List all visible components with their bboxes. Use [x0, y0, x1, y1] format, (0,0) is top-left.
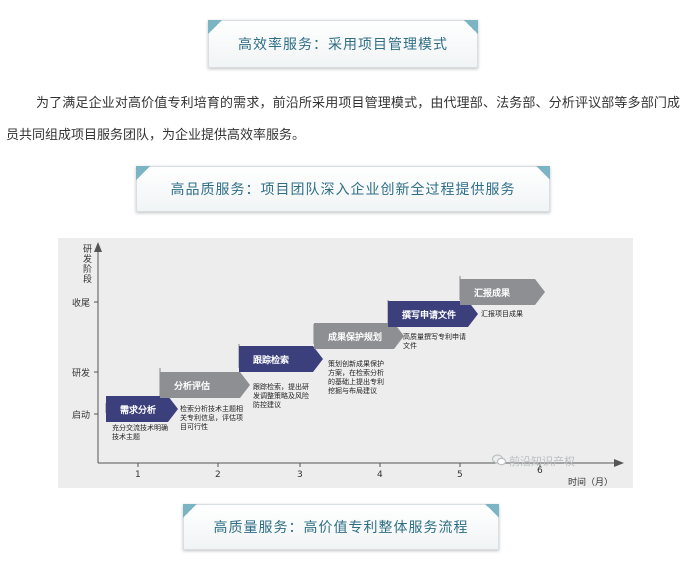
x-tick-label: 3: [297, 470, 303, 480]
stage-description: 高质量撰写专利申请文件: [403, 333, 466, 350]
stage-label: 撰写申请文件: [402, 310, 457, 321]
stage-arrow-tip: [313, 346, 323, 372]
stage-label: 跟踪检索: [253, 355, 290, 366]
x-tick-label: 6: [537, 466, 543, 476]
y-axis-title: 研发阶段: [83, 245, 93, 285]
y-level-label: 收尾: [72, 299, 91, 309]
stage-description: 策划创新成果保护方案，在检索分析的基础上提出专利挖掘与布局建议: [328, 360, 384, 395]
stage-drafting-application: 撰写申请文件: [388, 301, 478, 327]
banner-efficiency: 高效率服务：采用项目管理模式: [208, 20, 478, 68]
stage-label: 需求分析: [120, 405, 157, 416]
banner-corner-decoration: [183, 504, 197, 518]
stage-requirement-analysis: 需求分析: [106, 396, 178, 422]
process-diagram: 研发阶段 收尾 研发 启动 1 2 3 4 5 6 时间（月） 需求分析 充分交…: [58, 238, 633, 488]
y-axis-arrow: [94, 242, 102, 252]
stage-arrow-tip: [394, 323, 404, 349]
wechat-icon: [491, 453, 507, 469]
x-tick-label: 4: [377, 470, 383, 480]
x-axis-title: 时间（月）: [568, 478, 614, 488]
banner-title: 高效率服务：采用项目管理模式: [238, 37, 448, 53]
x-tick-label: 1: [135, 470, 141, 480]
stage-description: 汇报项目成果: [481, 310, 523, 318]
stage-arrow-tip: [535, 279, 545, 305]
banner-corner-decoration: [208, 20, 222, 34]
stage-arrow-tip: [468, 301, 478, 327]
banner-corner-decoration: [136, 166, 150, 180]
stage-arrow-tip: [240, 372, 250, 398]
stage-label: 分析评估: [174, 381, 211, 392]
banner-title: 高质量服务：高价值专利整体服务流程: [213, 520, 469, 536]
stage-label: 汇报成果: [474, 288, 511, 299]
stage-report-results: 汇报成果: [460, 279, 545, 305]
x-tick-label: 2: [215, 470, 221, 480]
stage-arrow-tip: [168, 396, 178, 422]
stage-tracking-search: 跟踪检索: [239, 346, 323, 372]
banner-quality: 高品质服务：项目团队深入企业创新全过程提供服务: [136, 166, 550, 212]
stage-label: 成果保护规划: [328, 332, 383, 343]
y-level-label: 研发: [72, 369, 91, 379]
y-level-label: 启动: [72, 411, 91, 421]
banner-high-quality: 高质量服务：高价值专利整体服务流程: [183, 504, 499, 550]
banner-corner-decoration: [536, 166, 550, 180]
stage-description: 检索分析技术主题相关专利信息，评估项目可行性: [180, 405, 243, 431]
banner-title: 高品质服务：项目团队深入企业创新全过程提供服务: [170, 182, 516, 198]
stage-description: 跟踪检索，提出研发调整策略及风险防控建议: [253, 383, 309, 409]
watermark-text: 前沿知识产权: [509, 455, 575, 468]
x-tick-label: 5: [457, 470, 463, 480]
stage-description: 充分交流技术明确技术主题: [112, 424, 168, 441]
x-axis-arrow: [614, 459, 624, 467]
stage-protection-planning: 成果保护规划: [314, 323, 404, 349]
stage-analysis-evaluation: 分析评估: [160, 372, 250, 398]
banner-corner-decoration: [464, 20, 478, 34]
banner-corner-decoration: [485, 504, 499, 518]
intro-paragraph: 为了满足企业对高价值专利培育的需求，前沿所采用项目管理模式，由代理部、法务部、分…: [6, 96, 680, 143]
watermark: 前沿知识产权: [491, 453, 575, 469]
